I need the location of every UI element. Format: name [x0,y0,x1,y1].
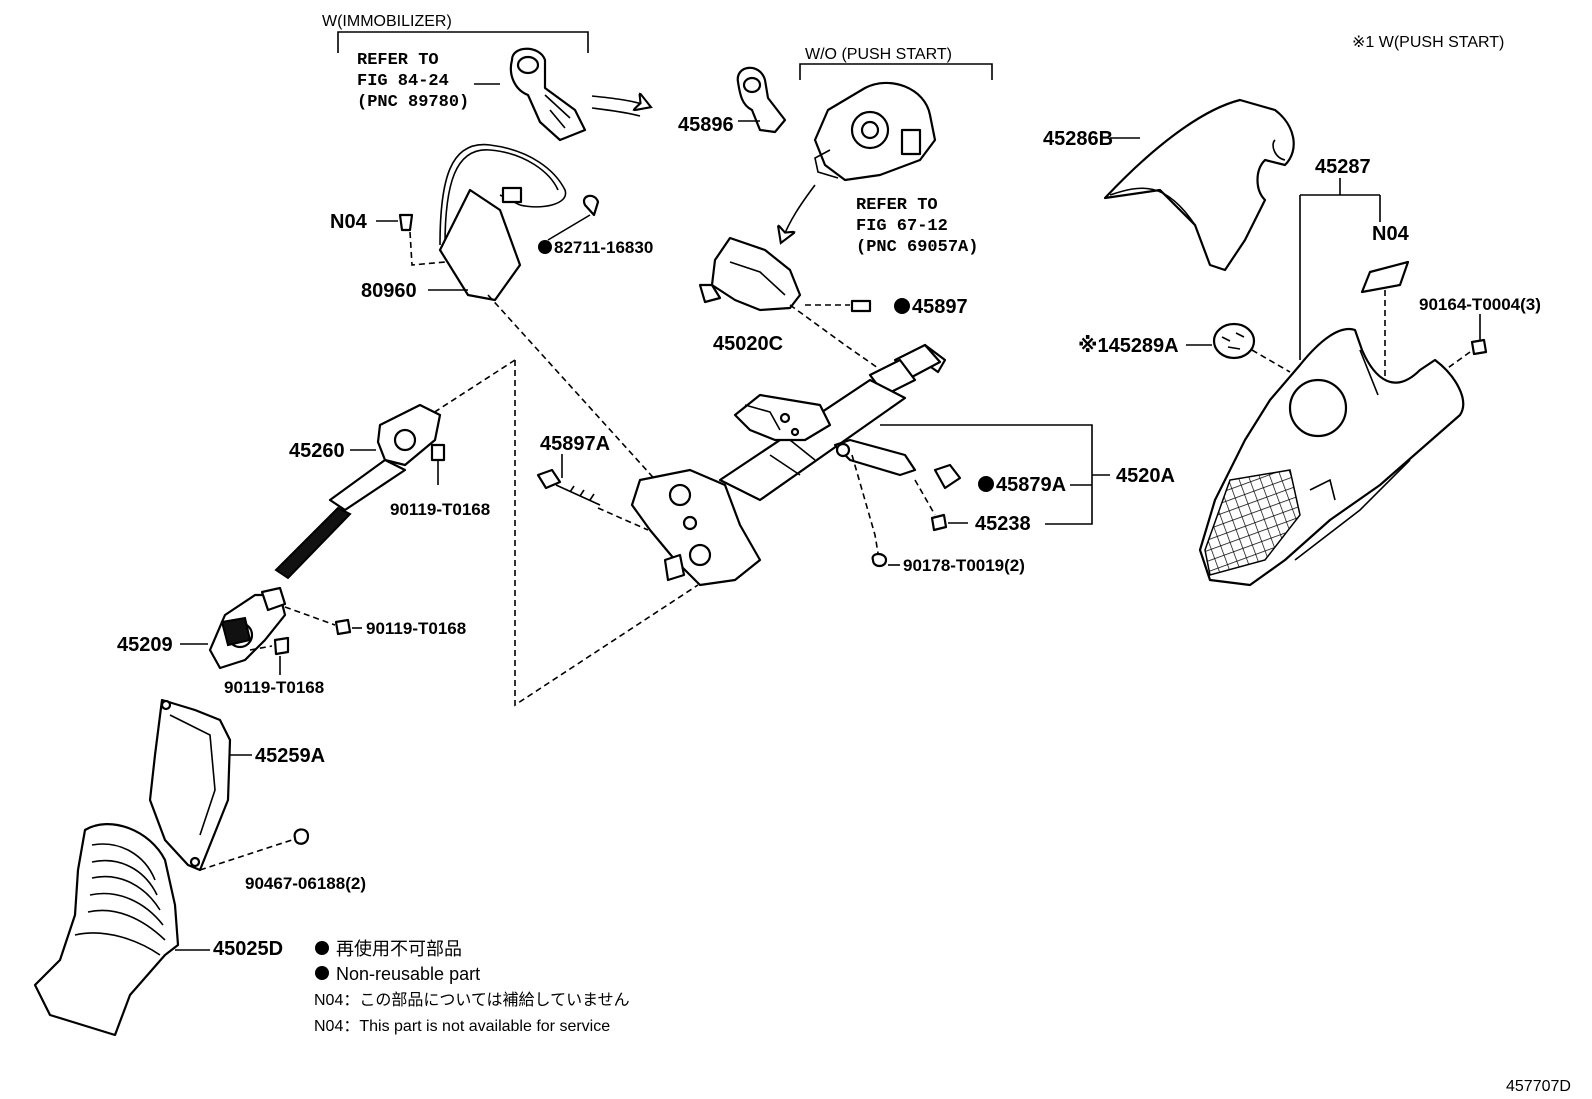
refer-to-fig84-line1: REFER TO [357,51,439,70]
boot-45025D-drawing [33,823,180,1037]
refer-to-fig67-line2: FIG 67-12 [856,217,948,236]
refer-to-fig84-line2: FIG 84-24 [357,72,449,91]
refer-to-fig84-line3: (PNC 89780) [357,93,469,112]
label-45260: 45260 [289,440,345,462]
label-80960: 80960 [361,280,417,302]
label-45025D: 45025D [213,938,283,960]
bolt-90119-c-icon [273,636,290,656]
label-90164-T0004: 90164-T0004(3) [1419,295,1541,314]
label-90467-06188: 90467-06188(2) [245,874,366,893]
n04-clip-icon [398,213,414,232]
cover-45286B-drawing [1103,98,1295,272]
legend-dot-jp [315,941,329,955]
label-45879A: 45879A [996,474,1066,496]
wo-push-start-label: W/O (PUSH START) [805,46,952,63]
legend: 再使用不可部品 Non-reusable part N04：この部品については補… [314,939,630,1035]
legend-n04-en: N04：This part is not available for servi… [314,1018,610,1035]
legend-non-reusable-en: Non-reusable part [336,964,480,984]
dashed-frame [514,360,699,707]
nut-45238-icon [930,513,948,532]
arrow-to-45020C [782,184,816,240]
label-N04-a: N04 [330,211,368,233]
label-90178-T0019: 90178-T0019(2) [903,556,1025,575]
non-reusable-dot-45879A [978,476,994,492]
label-90119-T0168-c: 90119-T0168 [224,678,324,697]
diagram-id: 457707D [1506,1078,1571,1095]
non-reusable-dot-82711 [538,240,552,254]
cover-lower-drawing [1198,327,1465,587]
label-82711-16830: 82711-16830 [554,238,653,257]
legend-n04-jp: N04：この部品については補給していません [314,991,630,1009]
non-reusable-dot-45897 [894,298,910,314]
label-4520A: 4520A [1116,465,1175,487]
plate-45259A-drawing [148,698,232,872]
label-45238: 45238 [975,513,1031,535]
label-45289A: ※145289A [1078,335,1179,357]
immobilizer-amplifier-drawing [509,47,587,142]
label-45286B: 45286B [1043,128,1113,150]
label-45020C: 45020C [713,333,783,355]
clip-45879A-icon [933,463,962,490]
screw-90164-icon [1470,338,1488,356]
arrow-to-45896 [591,96,648,106]
refer-to-fig67-line3: (PNC 69057A) [856,238,978,257]
bolt-90119-a-icon [430,443,446,462]
shaft-45260-drawing [274,403,442,580]
nut-90178-icon [871,552,888,568]
label-45896: 45896 [678,114,734,136]
label-90119-T0168-a: 90119-T0168 [390,500,490,519]
screw-45897-drawing [805,299,872,313]
ignition-switch-drawing [813,81,937,182]
push-start-bracket [799,63,993,80]
bracket-45287 [1299,178,1381,360]
bolt-90119-b-icon [334,618,352,636]
w-push-start-note: ※1 W(PUSH START) [1352,34,1504,51]
label-45287: 45287 [1315,156,1371,178]
refer-to-fig67-line1: REFER TO [856,196,938,215]
bracket-4520A [880,424,1110,525]
legend-dot-en [315,966,329,980]
joint-45209-drawing [208,586,287,670]
bolt-45897A-drawing [536,468,601,506]
steering-column-drawing [630,343,947,587]
n04-label-plate-icon [1360,260,1410,294]
immobilizer-bracket [337,31,589,53]
w-immobilizer-label: W(IMMOBILIZER) [322,13,452,30]
label-45259A: 45259A [255,745,325,767]
label-45897: 45897 [912,296,968,318]
label-45897A: 45897A [540,433,610,455]
label-N04-b: N04 [1372,223,1410,245]
part-45896-drawing [736,66,787,134]
nut-90467-icon [293,828,310,845]
harness-80960-drawing [438,143,600,302]
label-45209: 45209 [117,634,173,656]
legend-non-reusable-jp: 再使用不可部品 [336,939,462,959]
label-90119-T0168-b: 90119-T0168 [366,619,466,638]
part-45020C-drawing [698,236,802,312]
cap-45289A-drawing [1212,322,1256,360]
